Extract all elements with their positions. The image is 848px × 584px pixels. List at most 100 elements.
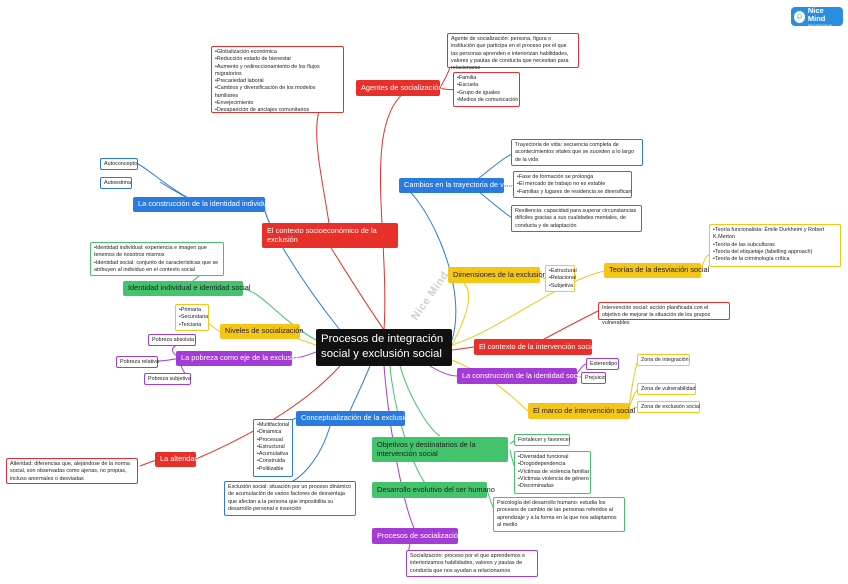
intervencion-definition-note[interactable]: Intervención social: acción planificada … [598, 302, 730, 326]
autoestima-note[interactable]: Autoestima [100, 177, 132, 189]
zona-exclusion-text: Zona de exclusión social [641, 404, 701, 410]
socializacion-definition-note[interactable]: Socialización: proceso por el que aprend… [406, 550, 538, 577]
contexto-socio-item: •Cambios y diversificación de los modelo… [215, 85, 316, 99]
destinatarios-items-note[interactable]: •Diversidad funcional •Drogodependencia … [514, 451, 591, 494]
autoconcepto-note[interactable]: Autoconcepto [100, 158, 138, 170]
prejuicio-text: Prejuicio [585, 375, 606, 381]
pobreza-subjetiva-text: Pobreza subjetiva [148, 376, 191, 382]
autoestima-text: Autoestima [104, 180, 131, 186]
conceptualizacion-item: •Multifactorial [257, 422, 290, 428]
conceptualizacion-item: •Procesual [257, 436, 283, 443]
agentes-item: •Grupo de iguales [457, 89, 500, 96]
teoria-item: •Teoría de las subculturas [713, 241, 775, 248]
trayectoria-definition-text: Trayectoria de vida: secuencia completa … [515, 142, 634, 163]
teorias-items-note[interactable]: •Teoría funcionalista: Émile Durkheim y … [709, 224, 841, 267]
nivel-item: •Terciaria [179, 321, 202, 328]
branch-conceptualizacion[interactable]: Conceptualización de la exclusión [296, 411, 412, 426]
conceptualizacion-items-note[interactable]: •Multifactorial •Dinámica •Procesual •Es… [253, 419, 293, 477]
agentes-definition-text: Agente de socialización: persona, figura… [451, 36, 569, 72]
identidad-definition: •Identidad individual: experiencia e ima… [94, 245, 207, 259]
agentes-item: •Medios de comunicación [457, 96, 519, 103]
contexto-socio-item: •Precariedad laboral [215, 78, 264, 85]
destinatario-item: •Víctimas violencia de género [518, 475, 589, 482]
dimension-item: •Estructural [549, 268, 577, 274]
resiliencia-note[interactable]: Resiliencia: capacidad para superar circ… [511, 205, 642, 232]
central-title-line2: social y exclusión social [321, 347, 442, 360]
agentes-items-note[interactable]: •Familia •Escuela •Grupo de iguales •Med… [453, 72, 520, 107]
dimensiones-items-note[interactable]: •Estructural •Relacional •Subjetiva [545, 265, 577, 292]
trayectoria-items-note[interactable]: •Fase de formación se prolonga •El merca… [513, 171, 632, 198]
conceptualizacion-item: •Construida [257, 458, 285, 465]
destinatario-item: •Drogodependencia [518, 461, 566, 468]
autoconcepto-text: Autoconcepto [104, 161, 137, 167]
dimension-item: •Subjetiva [549, 282, 574, 289]
intervencion-definition-text: Intervención social: acción planificada … [602, 305, 711, 326]
trayectoria-definition-note[interactable]: Trayectoria de vida: secuencia completa … [511, 139, 643, 166]
branch-contexto-socioeconomico[interactable]: El contexto socioeconómico de la exclusi… [262, 223, 398, 248]
branch-objetivos-destinatarios[interactable]: Objetivos y destinatarios de la interven… [372, 437, 508, 462]
resiliencia-text: Resiliencia: capacidad para superar circ… [515, 208, 637, 229]
branch-trayectoria-vida[interactable]: Cambios en la trayectoria de vida [399, 178, 514, 193]
desarrollo-definition-text: Psicología del desarrollo humano: estudi… [497, 500, 617, 528]
contexto-socio-items-note[interactable]: •Globalización económica •Reducción esta… [211, 46, 344, 113]
trayectoria-item: •Fase de formación se prolonga [517, 174, 594, 180]
central-topic[interactable]: Procesos de integración social y exclusi… [316, 329, 452, 366]
exclusion-definition-text: Exclusión social: situación por un proce… [228, 484, 352, 512]
estereotipo-note[interactable]: Estereotipo [586, 358, 619, 370]
conceptualizacion-item: •Politizable [257, 465, 284, 472]
destinatario-item: •Discriminadas [518, 483, 554, 490]
branch-desarrollo-evolutivo[interactable]: Desarrollo evolutivo del ser humano [372, 482, 495, 498]
prejuicio-note[interactable]: Prejuicio [581, 372, 606, 384]
contexto-socio-item: •Reducción estado de bienestar [215, 56, 292, 63]
desarrollo-definition-note[interactable]: Psicología del desarrollo humano: estudi… [493, 497, 625, 532]
zona-integracion-text: Zona de integración [641, 357, 689, 363]
branch-identidad-ind-social[interactable]: Identidad individual e identidad social [123, 281, 250, 296]
zona-exclusion-note[interactable]: Zona de exclusión social [637, 401, 700, 413]
branch-alteridad[interactable]: La alteridad [155, 452, 199, 467]
pobreza-relativa-text: Pobreza relativa [120, 359, 159, 365]
agentes-item: •Familia [457, 75, 477, 81]
zona-integracion-note[interactable]: Zona de integración [637, 354, 690, 366]
pobreza-relativa-note[interactable]: Pobreza relativa [116, 356, 159, 368]
alteridad-definition-note[interactable]: Alteridad: diferencias que, alejándose d… [6, 458, 138, 484]
pobreza-absoluta-text: Pobreza absoluta [152, 337, 194, 343]
branch-identidad-individual[interactable]: La construcción de la identidad individu… [133, 197, 273, 212]
nice-mind-logo[interactable]: ☺ Nice Mind www.nicemind.org [791, 5, 843, 27]
identidad-definitions-note[interactable]: •Identidad individual: experiencia e ima… [90, 242, 224, 276]
brand-text: Nice Mind www.nicemind.org [807, 5, 840, 27]
branch-teorias-desviacion[interactable]: Teorías de la desviación social [604, 263, 709, 278]
contexto-socio-item: •Aumento y redireccionamiento de los flu… [215, 63, 320, 77]
identidad-definition: •Identidad social: conjunto de caracterí… [94, 259, 219, 273]
branch-identidad-social[interactable]: La construcción de la identidad social [457, 368, 585, 384]
teoria-item: •Teoría del etiquetaje (labelling approa… [713, 248, 813, 255]
pobreza-absoluta-note[interactable]: Pobreza absoluta [148, 334, 196, 346]
conceptualizacion-item: •Dinámica [257, 429, 282, 436]
branch-pobreza[interactable]: La pobreza como eje de la exclusión [176, 351, 301, 366]
pobreza-subjetiva-note[interactable]: Pobreza subjetiva [144, 373, 191, 385]
niveles-items-note[interactable]: •Primaria •Secundaria •Terciaria [175, 304, 209, 331]
branch-procesos-socializacion[interactable]: Procesos de socialización [372, 528, 462, 544]
branch-niveles-socializacion[interactable]: Niveles de socialización [220, 324, 303, 339]
branch-dimensiones-exclusion[interactable]: Dimensiones de la exclusión [448, 267, 547, 283]
teoria-item: •Teoría de la criminología crítica [713, 256, 790, 263]
destinatario-item: •Diversidad funcional [518, 454, 569, 460]
alteridad-definition-text: Alteridad: diferencias que, alejándose d… [10, 461, 130, 482]
exclusion-definition-note[interactable]: Exclusión social: situación por un proce… [224, 481, 356, 516]
fortalecer-note[interactable]: Fortalecer y favorecer [514, 434, 570, 446]
brain-icon: ☺ [794, 10, 805, 23]
zona-vulnerabilidad-text: Zona de vulnerabilidad [641, 386, 696, 392]
trayectoria-item: •El mercado de trabajo no es estable [517, 181, 606, 188]
agentes-definition-note[interactable]: Agente de socialización: persona, figura… [447, 33, 579, 71]
zona-vulnerabilidad-note[interactable]: Zona de vulnerabilidad [637, 383, 696, 395]
socializacion-definition-text: Socialización: proceso por el que aprend… [410, 553, 526, 574]
contexto-socio-item: •Envejecimiento [215, 100, 254, 107]
estereotipo-text: Estereotipo [590, 361, 618, 367]
branch-marco-intervencion[interactable]: El marco de intervención social [528, 403, 635, 419]
branch-agentes-socializacion[interactable]: Agentes de socialización [356, 80, 442, 96]
conceptualizacion-item: •Acumulativa [257, 451, 289, 458]
conceptualizacion-item: •Estructural [257, 443, 285, 450]
branch-contexto-intervencion[interactable]: El contexto de la intervención social [474, 339, 597, 355]
agentes-item: •Escuela [457, 82, 479, 89]
brand-name: Nice Mind [807, 5, 826, 23]
